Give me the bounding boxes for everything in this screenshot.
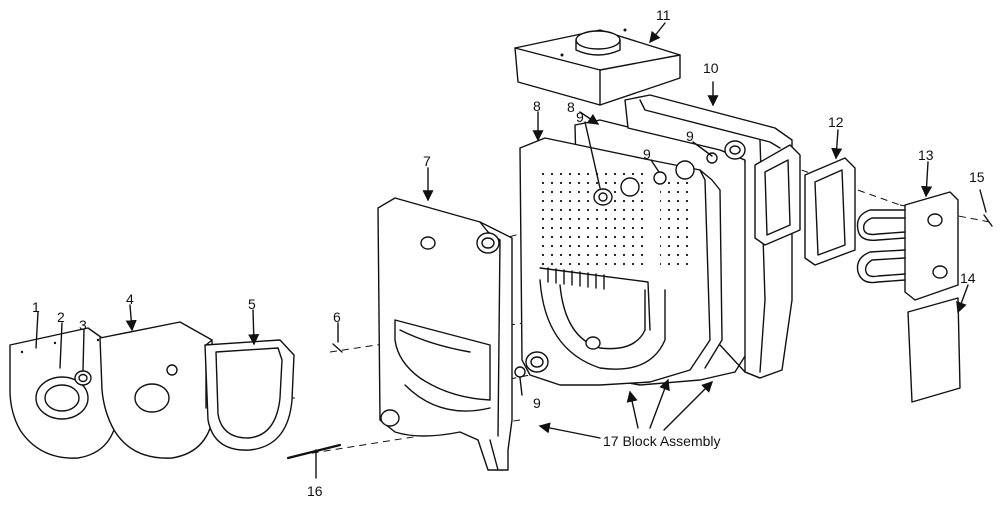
label-part-5: 5: [248, 296, 256, 312]
part-13-coil-assembly: [856, 191, 959, 301]
part-16-rod: [286, 443, 342, 460]
part-5-u-gasket: [204, 339, 295, 451]
part-3-gasket-ring: [74, 370, 92, 386]
label-part-12: 12: [828, 114, 844, 130]
label-part-16: 16: [307, 483, 323, 499]
part-15-screw: [983, 214, 993, 227]
part-4-insulation-panel: [99, 321, 215, 459]
label-part-9d: 9: [533, 395, 541, 411]
label-part-15: 15: [969, 169, 985, 185]
label-part-8b: 8: [567, 99, 575, 115]
label-part-9a: 9: [576, 109, 584, 125]
label-part-1: 1: [32, 299, 40, 315]
part-14-cover-plate: [907, 297, 961, 403]
label-part-9b: 9: [643, 146, 651, 162]
label-part-17-block-assembly: 17 Block Assembly: [603, 433, 721, 449]
label-part-7: 7: [423, 153, 431, 169]
label-part-9c: 9: [686, 128, 694, 144]
label-part-11: 11: [656, 7, 671, 23]
part-11-flue-hood: [514, 28, 681, 106]
part-7-front-section: [377, 197, 526, 471]
label-part-3: 3: [79, 317, 87, 333]
part-12-gasket-frame: [754, 144, 856, 266]
leader-lines: [35, 22, 987, 479]
fin-ticks: [547, 267, 605, 290]
part-labels: 1 2 3 4 5 6 7 8 8 9 9 9 9 10 11 12 13 14…: [32, 7, 985, 499]
label-part-8a: 8: [533, 98, 541, 114]
part-8-intermediate-section-front: [519, 137, 761, 386]
label-part-4: 4: [126, 291, 134, 307]
part-6-pin: [332, 343, 343, 353]
label-part-2: 2: [57, 309, 65, 325]
label-part-6: 6: [333, 309, 341, 325]
label-part-14: 14: [960, 270, 976, 286]
label-part-13: 13: [918, 147, 934, 163]
label-part-10: 10: [703, 60, 719, 76]
